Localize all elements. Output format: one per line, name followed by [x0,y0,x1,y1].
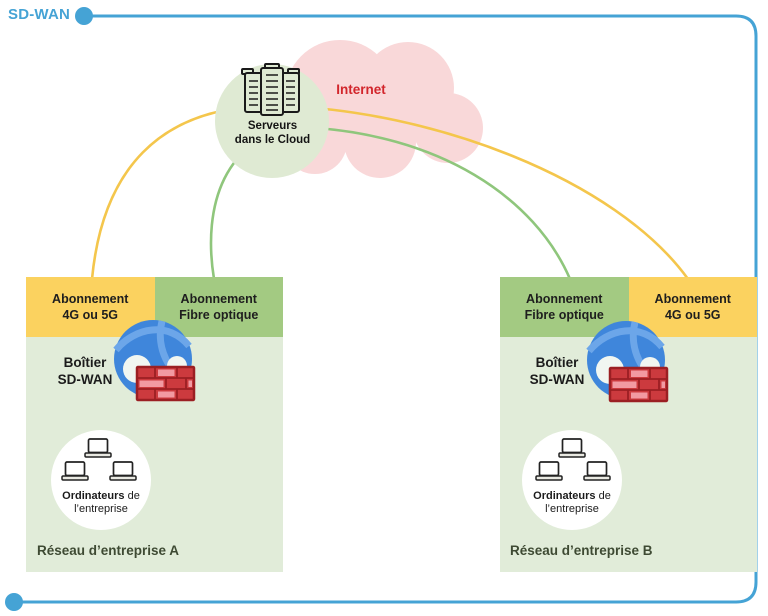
subscription-label-line1: Abonnement [180,291,257,306]
device-label-line2: SD-WAN [57,371,113,387]
subscription-label-line2: Fibre optique [179,308,259,322]
network-box-b: Abonnement Fibre optique Abonnement 4G o… [500,277,757,572]
cloud-servers-icon [241,63,300,116]
network-a-label: Réseau d’entreprise A [37,543,180,558]
computers-label-line1: Ordinateurs de [51,490,151,504]
computers-label-bold: Ordinateurs [62,489,125,502]
computers-label-line2: l’entreprise [74,503,128,516]
network-b-label: Réseau d’entreprise B [510,543,653,558]
subscription-fibre-tab: Abonnement Fibre optique [500,277,629,337]
link-4g5g-line [90,104,690,280]
cloud-servers-label-line2: dans le Cloud [234,134,311,147]
internet-cloud-shape [220,40,483,178]
computers-label: Ordinateurs de l’entreprise [522,490,622,518]
frame-end-dot [5,593,23,611]
device-label-line1: Boîtier [535,355,579,370]
cloud-servers-label: Serveurs dans le Cloud [212,119,333,148]
subscription-fibre-tab: Abonnement Fibre optique [154,277,283,337]
computers-label-line1: Ordinateurs de [522,490,622,504]
computers-label-line2: l’entreprise [545,503,599,516]
computers-label: Ordinateurs de l’entreprise [51,490,151,518]
computers-circle: Ordinateurs de l’entreprise [51,430,151,530]
network-b-subscriptions: Abonnement Fibre optique Abonnement 4G o… [500,277,757,337]
computers-label-rest: de [595,489,611,502]
frame-start-dot [75,7,93,25]
computers-circle: Ordinateurs de l’entreprise [522,430,622,530]
page-title: SD-WAN [8,6,71,23]
network-box-a: Abonnement 4G ou 5G Abonnement Fibre opt… [26,277,283,572]
network-a-subscriptions: Abonnement 4G ou 5G Abonnement Fibre opt… [26,277,283,337]
device-label-line2: SD-WAN [529,371,585,387]
internet-label: Internet [336,82,386,97]
cloud-servers-label-line1: Serveurs [247,120,298,132]
subscription-label-line2: 4G ou 5G [664,308,721,322]
subscription-4g5g-tab: Abonnement 4G ou 5G [628,277,757,337]
device-label-line1: Boîtier [63,355,107,370]
link-fibre-line [209,125,572,280]
subscription-label-line2: Fibre optique [524,308,604,322]
subscription-label-line2: 4G ou 5G [62,308,119,322]
computers-label-rest: de [124,489,140,502]
subscription-label-line1: Abonnement [654,291,731,306]
subscription-label-line1: Abonnement [52,291,129,306]
sdwan-device-label: Boîtier SD-WAN [507,355,607,389]
computers-label-bold: Ordinateurs [533,489,596,502]
sdwan-device-label: Boîtier SD-WAN [35,355,135,389]
subscription-label-line1: Abonnement [526,291,603,306]
subscription-4g5g-tab: Abonnement 4G ou 5G [26,277,155,337]
